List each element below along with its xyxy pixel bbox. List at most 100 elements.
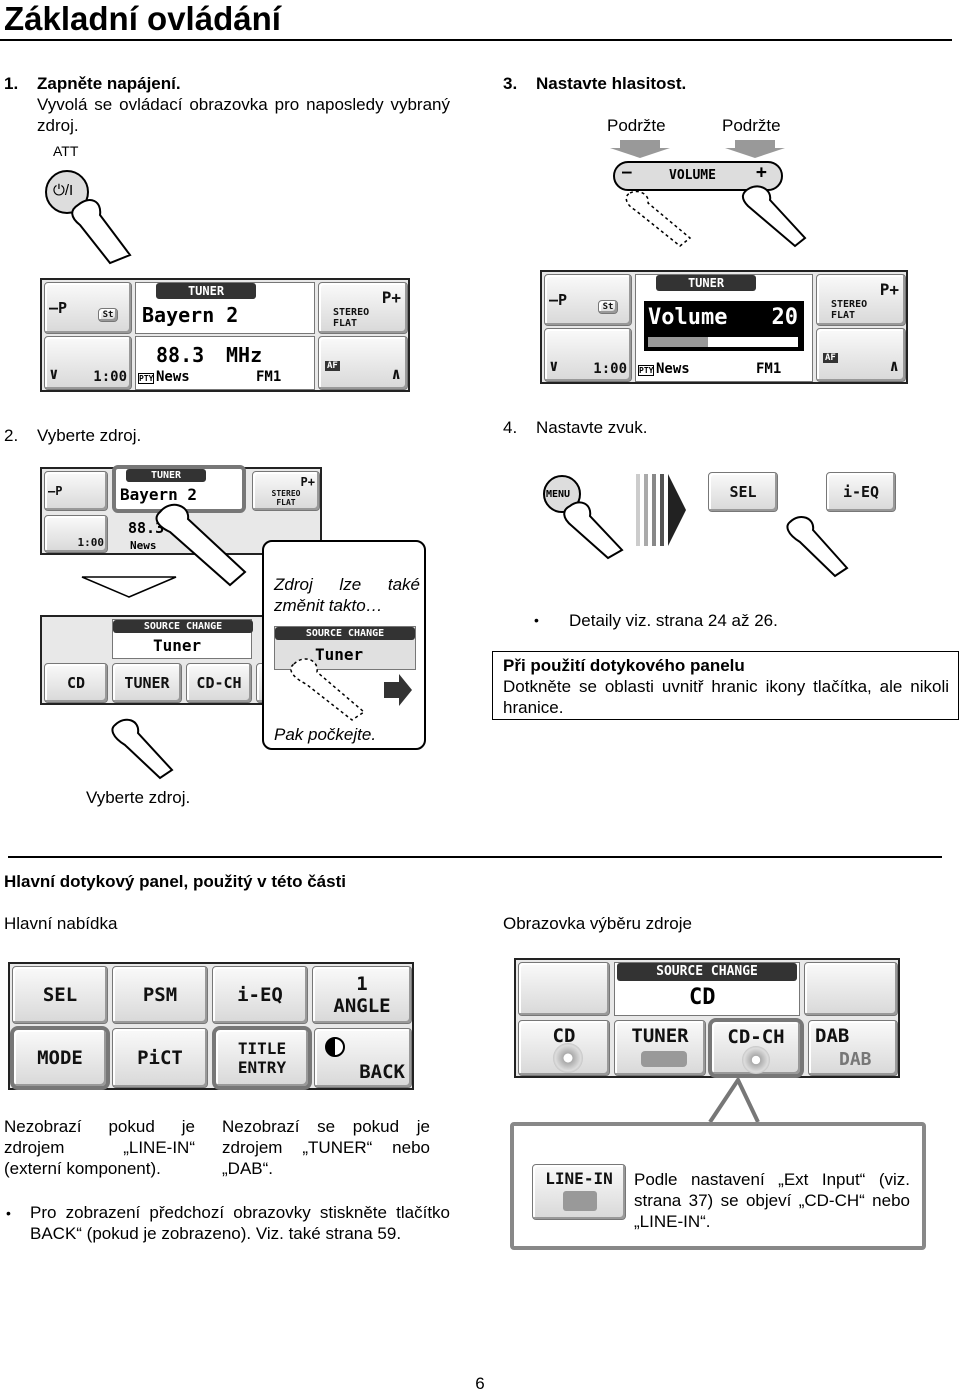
- af-label: AF: [823, 353, 838, 363]
- blank-button: [518, 962, 610, 1016]
- down-button[interactable]: 1:00: [44, 515, 108, 553]
- step1-number: 1.: [4, 74, 19, 93]
- unit: MHz: [226, 343, 263, 367]
- note-middle: Nezobrazí se pokud je zdrojem „TUNER“ ne…: [222, 1117, 430, 1178]
- p-minus-button[interactable]: –P: [44, 471, 108, 511]
- down-button[interactable]: ∨ 1:00: [544, 328, 632, 382]
- clock: 1:00: [593, 361, 627, 377]
- p-plus-button[interactable]: P+ STEREO FLAT: [816, 274, 906, 326]
- menu-angle-button[interactable]: 1 ANGLE: [312, 966, 412, 1024]
- volume-value: 20: [771, 305, 799, 330]
- chevron-down-icon: ∨: [549, 356, 559, 375]
- title-rule: [0, 39, 952, 41]
- angle-label: ANGLE: [333, 995, 391, 1017]
- volume-plus[interactable]: +: [756, 162, 767, 183]
- clock: 1:00: [77, 536, 105, 549]
- step3-number: 3.: [503, 74, 518, 93]
- source-screen-panel: SOURCE CHANGE CD CD TUNER CD-CH DAB DAB: [514, 958, 900, 1078]
- linein-callout: LINE-IN Podle nastavení „Ext Input“ (viz…: [510, 1122, 926, 1250]
- menu-button-figure: [543, 475, 624, 560]
- st-badge: St: [598, 300, 618, 314]
- source-button-tuner[interactable]: TUNER: [112, 663, 182, 703]
- source-button-cd[interactable]: CD: [518, 1020, 610, 1076]
- blank-button: [804, 962, 898, 1016]
- step3-heading: Nastavte hlasitost.: [536, 74, 687, 93]
- clock: 1:00: [93, 369, 127, 385]
- dab-logo-icon: DAB: [839, 1049, 872, 1070]
- source-button-cdch[interactable]: CD-CH: [708, 1018, 804, 1078]
- p-minus-button[interactable]: –P: [544, 274, 632, 326]
- step4-bullet: Detaily viz. strana 24 až 26.: [569, 611, 778, 630]
- pty-label: PTY: [138, 373, 155, 384]
- bullet-icon: •: [534, 612, 539, 628]
- touch-note-box: Při použití dotykového panelu Dotkněte s…: [492, 651, 959, 720]
- touch-note-text: Dotkněte se oblasti uvnitř hranic ikony …: [503, 677, 949, 717]
- station-name: Bayern 2: [120, 485, 198, 504]
- source-button-dab[interactable]: DAB DAB: [808, 1020, 898, 1076]
- finger-icon: [786, 515, 849, 578]
- step2-number: 2.: [4, 426, 19, 445]
- touch-note-heading: Při použití dotykového panelu: [503, 656, 745, 675]
- angle-number: 1: [356, 973, 368, 995]
- step2-caption: Vyberte zdroj.: [86, 788, 191, 807]
- power-icon: ⏻/I: [53, 182, 74, 199]
- source-change-label: SOURCE CHANGE: [275, 627, 415, 640]
- af-button[interactable]: AF ∧: [318, 336, 408, 390]
- source-button-tuner[interactable]: TUNER: [614, 1020, 706, 1076]
- tuner-screen-small: –P TUNER Bayern 2 P+ STEREO FLAT 1:00 88…: [40, 465, 322, 555]
- ieq-button[interactable]: i-EQ: [826, 472, 896, 512]
- callout-text: Zdroj lze také změnit takto…: [274, 575, 420, 615]
- source-label: TUNER: [156, 283, 256, 299]
- volume-bar-track: [648, 337, 798, 347]
- page-number: 6: [475, 1374, 485, 1393]
- stereo-label: STEREO: [333, 306, 370, 318]
- source-label: TUNER: [126, 469, 206, 482]
- volume-minus[interactable]: —: [622, 162, 632, 181]
- source-header: SOURCE CHANGE CD: [614, 962, 800, 1016]
- p-plus-button[interactable]: P+ STEREO FLAT: [252, 471, 320, 511]
- section-rule: [8, 856, 942, 858]
- sel-button[interactable]: SEL: [708, 472, 778, 512]
- callout-bottom-text: Pak počkejte.: [274, 725, 377, 744]
- station-display: TUNER Bayern 2: [135, 282, 315, 334]
- att-label: ATT: [53, 143, 79, 159]
- source-change-callout: Zdroj lze také změnit takto… SOURCE CHAN…: [262, 540, 426, 750]
- pty-value: News: [130, 539, 157, 552]
- linein-button[interactable]: LINE-IN: [532, 1164, 626, 1220]
- changer-icon: [742, 1046, 770, 1074]
- af-label: AF: [325, 361, 340, 371]
- back-icon: [325, 1037, 345, 1057]
- af-button[interactable]: AF ∧: [816, 328, 906, 382]
- p-minus-button[interactable]: –P: [44, 282, 132, 334]
- frequency: 88.3: [128, 519, 165, 537]
- menu-title-entry-button[interactable]: TITLE ENTRY: [212, 1026, 312, 1090]
- p-plus-button[interactable]: P+ STEREO FLAT: [318, 282, 408, 334]
- menu-back-button[interactable]: BACK: [314, 1028, 412, 1088]
- menu-label: MENU: [546, 489, 571, 500]
- step-arrow-icon: [636, 474, 686, 546]
- finger-icon: [155, 503, 247, 587]
- cdch-label: CD-CH: [727, 1026, 785, 1048]
- source-button-cdch[interactable]: CD-CH: [186, 663, 252, 703]
- menu-mode-button[interactable]: MODE: [10, 1026, 110, 1090]
- menu-ieq-button[interactable]: i-EQ: [212, 966, 308, 1024]
- pty-label: PTY: [638, 365, 655, 376]
- pty-value: News: [656, 361, 690, 377]
- menu-pict-button[interactable]: PiCT: [112, 1028, 208, 1088]
- frequency: 88.3: [156, 343, 205, 367]
- tuner-label: TUNER: [631, 1025, 689, 1047]
- source-header: SOURCE CHANGE Tuner: [112, 619, 253, 659]
- step4-number: 4.: [503, 418, 518, 437]
- source-change-screen: SOURCE CHANGE Tuner CD TUNER CD-CH L: [40, 615, 280, 705]
- menu-sel-button[interactable]: SEL: [12, 966, 108, 1024]
- linein-text: Podle nastavení „Ext Input“ (viz. strana…: [634, 1170, 910, 1231]
- menu-psm-button[interactable]: PSM: [112, 966, 208, 1024]
- volume-overlay: Volume 20: [644, 301, 804, 351]
- current-source: Tuner: [153, 636, 202, 655]
- callout-pointer: [708, 1078, 760, 1124]
- source-button-cd[interactable]: CD: [44, 663, 108, 703]
- dab-label: DAB: [815, 1025, 850, 1047]
- down-button[interactable]: ∨ 1:00: [44, 336, 132, 390]
- step4-heading: Nastavte zvuk.: [536, 418, 648, 437]
- finger-icon: [111, 718, 174, 780]
